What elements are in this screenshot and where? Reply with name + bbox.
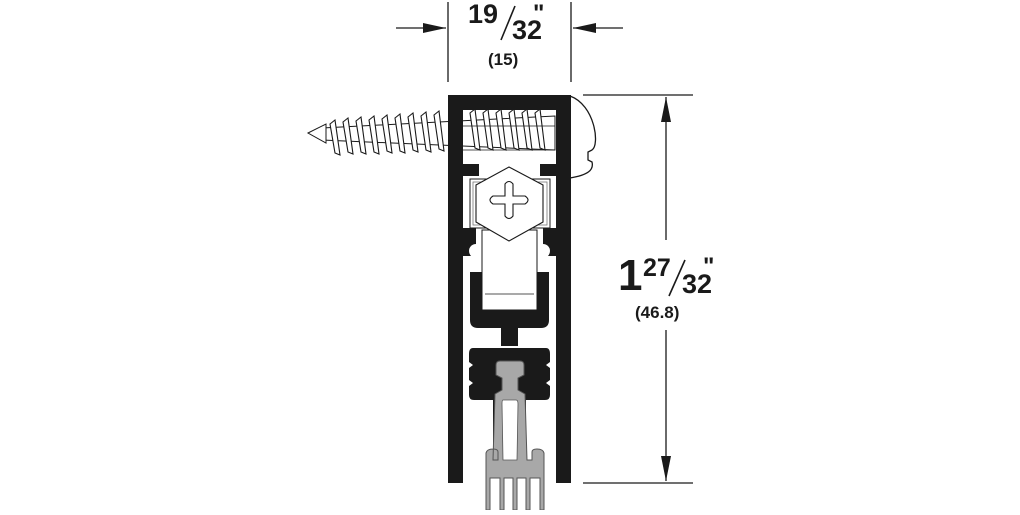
fraction-slash <box>500 5 516 41</box>
screw-head <box>569 95 597 179</box>
height-metric: (46.8) <box>635 303 680 322</box>
width-inch-mark: " <box>533 0 545 27</box>
height-inch-mark: " <box>703 253 715 280</box>
fraction-slash <box>668 259 686 297</box>
height-whole: 1 <box>618 251 643 300</box>
width-dimension <box>396 2 623 82</box>
hex-adjustment-screw <box>475 166 544 242</box>
wood-screw <box>306 107 556 156</box>
height-denominator: 32 <box>682 269 713 299</box>
height-numerator: 27 <box>643 254 671 282</box>
rubber-seal <box>485 360 545 511</box>
housing-profile <box>448 95 571 483</box>
width-metric: (15) <box>488 50 519 69</box>
arrow-right-icon <box>423 23 446 33</box>
arrow-down-icon <box>661 456 671 481</box>
width-denominator: 32 <box>512 15 543 45</box>
cross-recess-icon <box>489 180 529 220</box>
arrow-left-icon <box>573 23 596 33</box>
arrow-up-icon <box>661 97 671 122</box>
width-numerator: 19 <box>468 0 499 29</box>
height-dimension <box>583 94 693 484</box>
